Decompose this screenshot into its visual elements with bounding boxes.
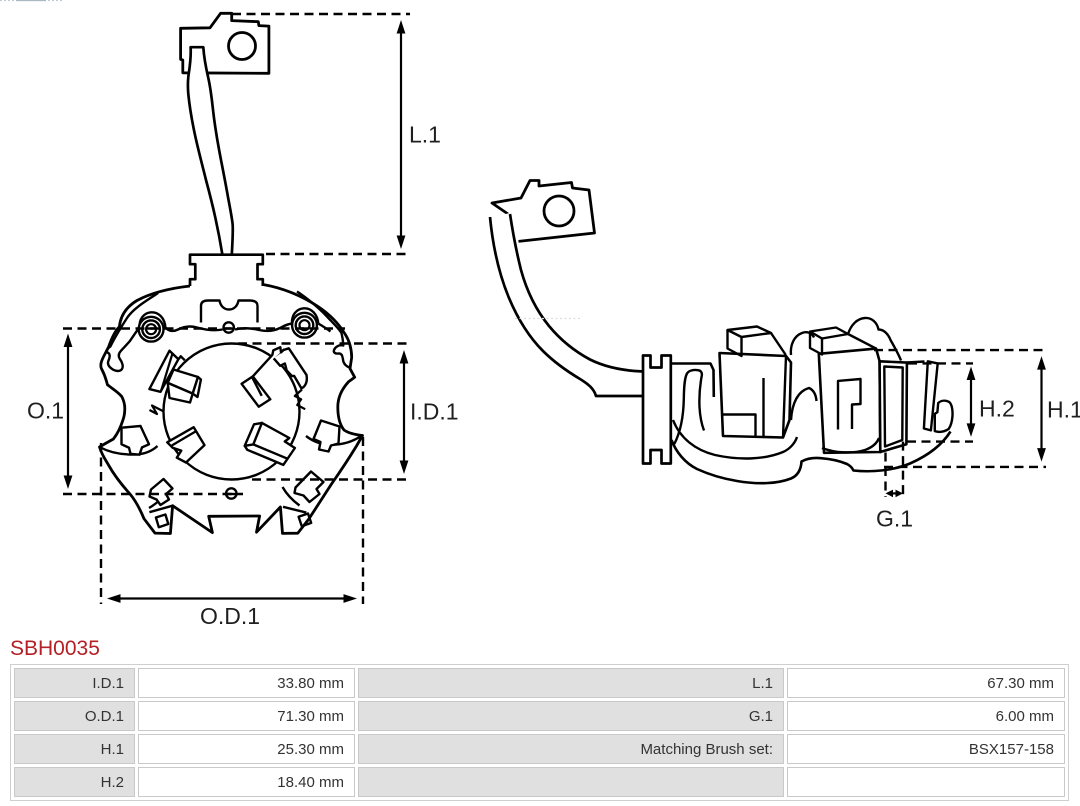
svg-text:H.1: H.1 — [1047, 397, 1080, 423]
svg-text:O.D.1: O.D.1 — [200, 603, 260, 629]
svg-text:L.1: L.1 — [409, 122, 441, 148]
svg-text:I.D.1: I.D.1 — [410, 399, 459, 425]
svg-text:G.1: G.1 — [876, 506, 913, 532]
svg-text:O.1: O.1 — [27, 398, 64, 424]
svg-text:H.2: H.2 — [979, 396, 1015, 422]
